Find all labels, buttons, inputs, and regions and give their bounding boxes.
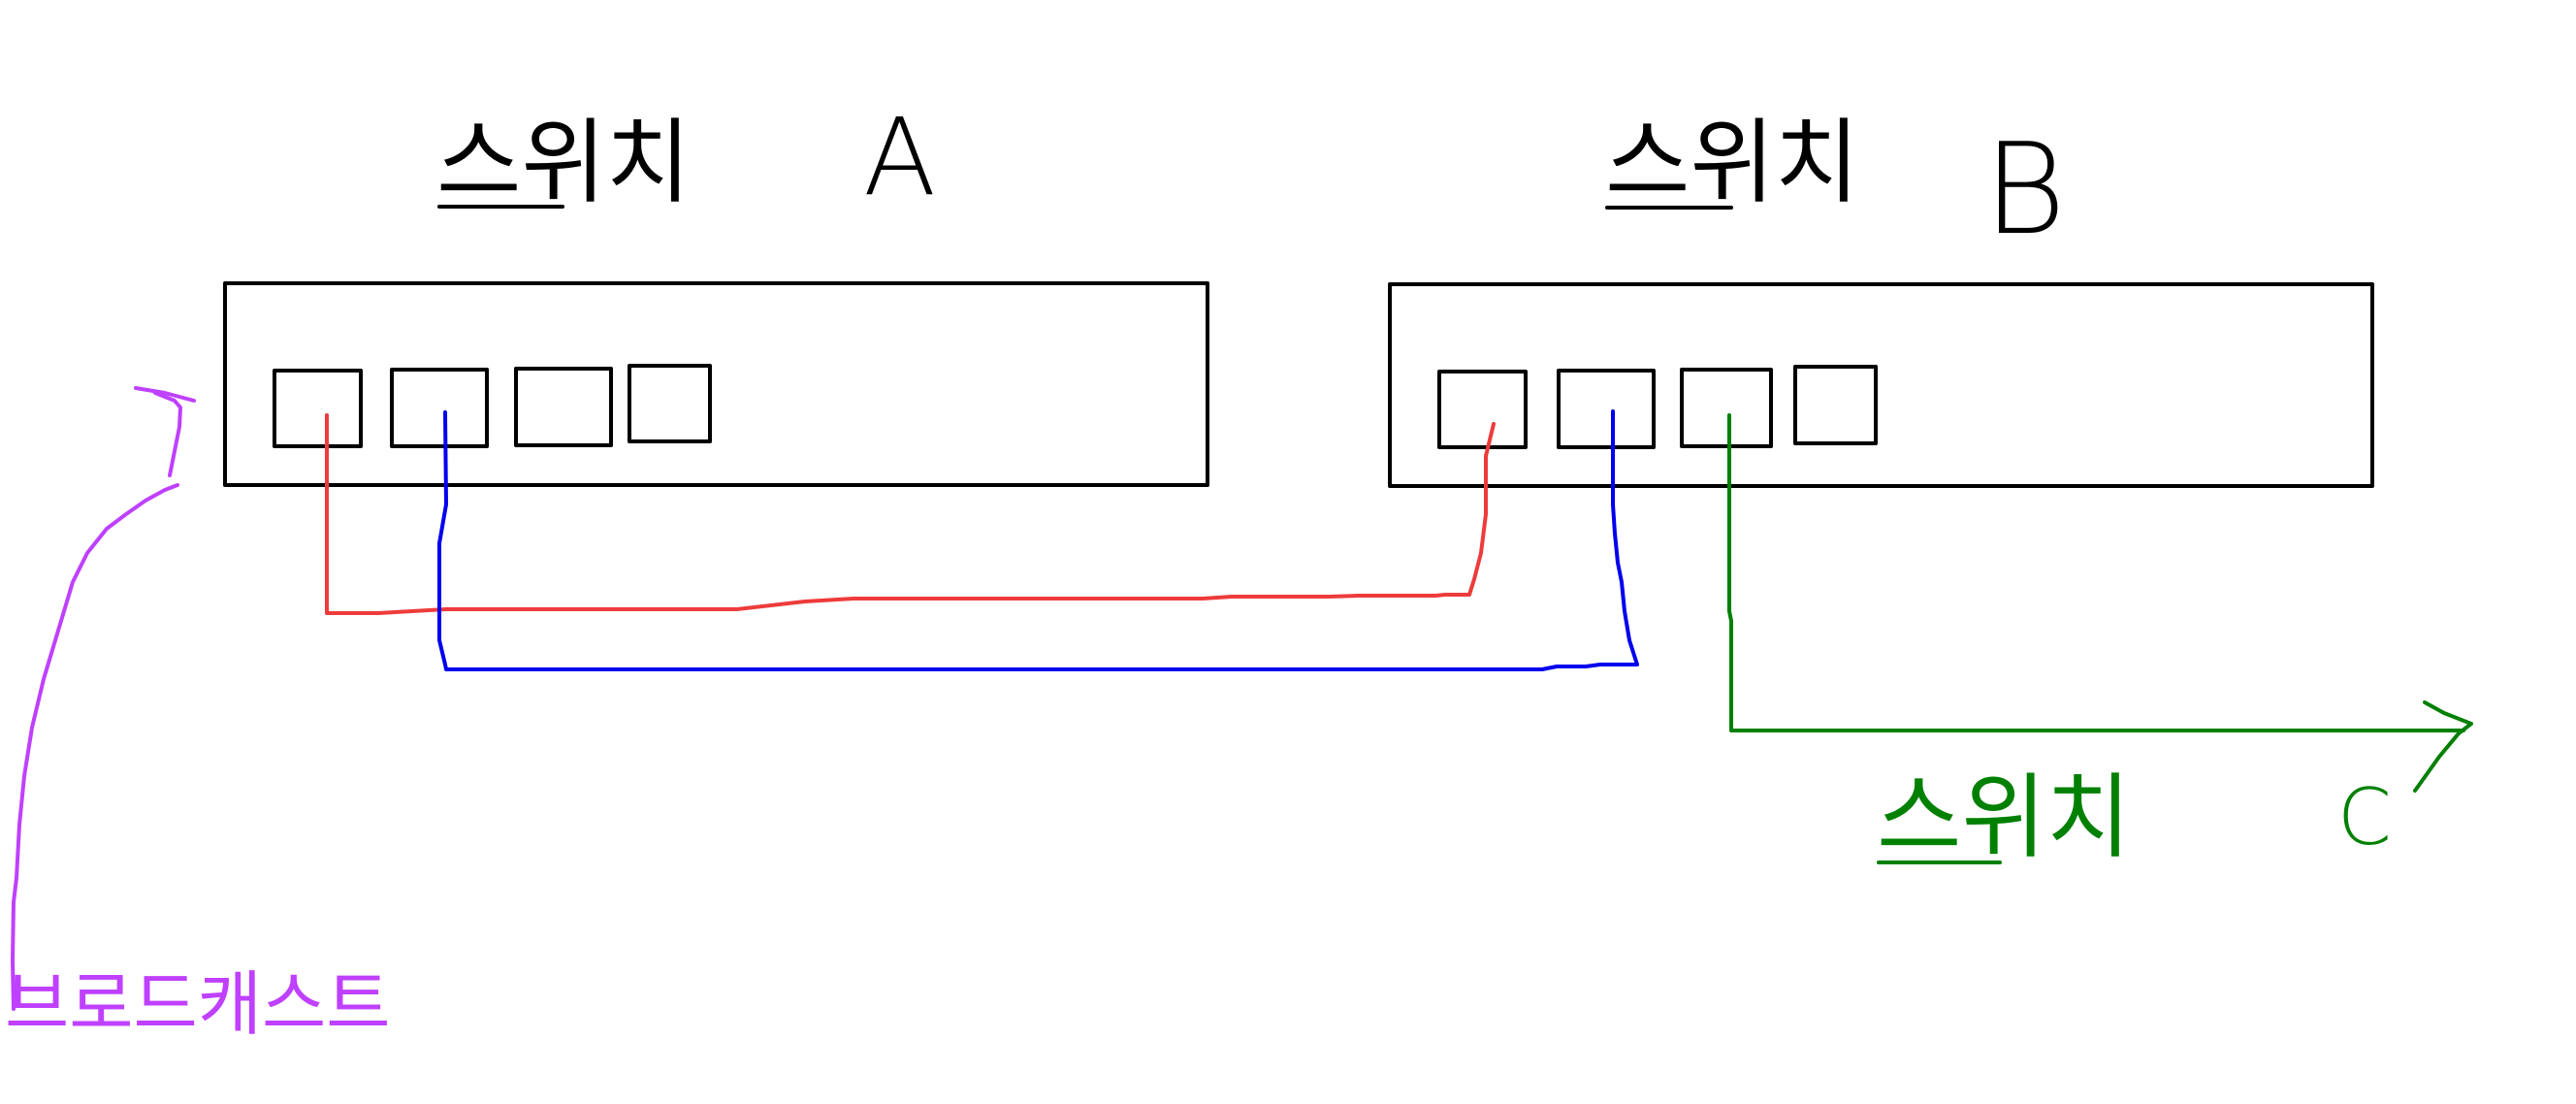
switch-b-port-4	[1793, 365, 1878, 445]
switch-b	[1388, 206, 2374, 488]
switch-b-box	[1388, 282, 2374, 488]
link-blue	[437, 409, 1639, 671]
switch-b-port-3	[1680, 368, 1773, 448]
switch-a-port-2	[390, 368, 489, 448]
switch-a	[223, 205, 1209, 487]
switch-c-name: 스위치	[1877, 764, 2131, 871]
arrow-head-icon	[134, 386, 196, 477]
arrow-head-icon	[2413, 700, 2473, 793]
switch-c-id: C	[2337, 772, 2392, 862]
broadcast-label: 브로드캐스트	[5, 963, 390, 1045]
link-green	[1727, 413, 2465, 732]
switch-a-id: A	[863, 95, 936, 219]
switch-b-port-1	[1437, 370, 1528, 449]
switch-a-name: 스위치	[436, 110, 691, 216]
switch-a-box	[223, 281, 1209, 487]
switch-b-id: B	[1983, 115, 2066, 263]
switch-a-port-4	[628, 364, 712, 443]
broadcast-arrow	[11, 483, 179, 1011]
switch-b-name: 스위치	[1605, 110, 1859, 216]
link-red	[325, 413, 1496, 615]
switch-a-port-1	[273, 369, 363, 448]
switch-a-port-3	[514, 367, 613, 447]
switch-b-port-2	[1557, 369, 1656, 449]
